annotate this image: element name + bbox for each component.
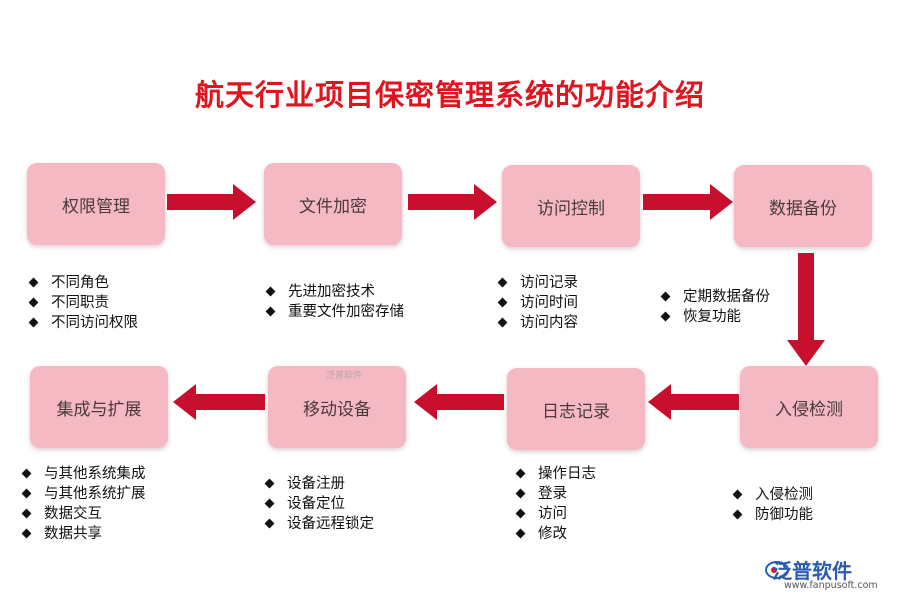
brand-name: 泛普软件 [772, 559, 852, 583]
list-item: 数据共享 [20, 524, 146, 544]
list-data-backup: 定期数据备份 恢复功能 [659, 287, 770, 327]
list-file-encryption: 先进加密技术 重要文件加密存储 [264, 282, 404, 322]
list-item: 操作日志 [514, 464, 596, 484]
list-item: 与其他系统扩展 [20, 484, 146, 504]
diagram-title: 航天行业项目保密管理系统的功能介绍 [194, 78, 705, 112]
list-mobile-devices: 设备注册 设备定位 设备远程锁定 [263, 474, 374, 534]
node-mobile-devices: 移动设备 [268, 366, 406, 448]
arrow-3-to-4 [643, 184, 733, 220]
list-item: 不同角色 [27, 273, 138, 293]
list-item: 数据交互 [20, 504, 146, 524]
node-file-encryption: 文件加密 [264, 163, 402, 245]
arrow-1-to-2 [167, 184, 256, 220]
arrow-7-to-8 [173, 384, 265, 420]
node-access-control: 访问控制 [502, 165, 640, 247]
list-item: 定期数据备份 [659, 287, 770, 307]
arrow-2-to-3 [408, 184, 497, 220]
list-intrusion-detection: 入侵检测 防御功能 [731, 485, 813, 525]
list-item: 设备远程锁定 [263, 514, 374, 534]
list-item: 访问内容 [496, 313, 578, 333]
watermark: 泛普软件 [326, 371, 363, 381]
arrow-6-to-7 [414, 384, 504, 420]
list-item: 不同职责 [27, 293, 138, 313]
list-item: 与其他系统集成 [20, 464, 146, 484]
node-integration-extension: 集成与扩展 [30, 366, 168, 448]
list-item: 重要文件加密存储 [264, 302, 404, 322]
node-data-backup: 数据备份 [734, 165, 872, 247]
list-item: 入侵检测 [731, 485, 813, 505]
arrow-4-to-5 [787, 253, 825, 366]
list-item: 设备定位 [263, 494, 374, 514]
list-item: 修改 [514, 524, 596, 544]
list-integration-extension: 与其他系统集成 与其他系统扩展 数据交互 数据共享 [20, 464, 146, 544]
list-item: 访问记录 [496, 273, 578, 293]
list-item: 访问 [514, 504, 596, 524]
brand-url: www.fanpusoft.com [784, 580, 878, 591]
list-item: 先进加密技术 [264, 282, 404, 302]
node-permission-management: 权限管理 [27, 163, 165, 245]
list-item: 不同访问权限 [27, 313, 138, 333]
brand-logo-icon [765, 561, 789, 579]
list-item: 设备注册 [263, 474, 374, 494]
list-log-records: 操作日志 登录 访问 修改 [514, 464, 596, 544]
list-permission-management: 不同角色 不同职责 不同访问权限 [27, 273, 138, 333]
node-log-records: 日志记录 [507, 368, 645, 450]
list-item: 登录 [514, 484, 596, 504]
list-item: 防御功能 [731, 505, 813, 525]
list-access-control: 访问记录 访问时间 访问内容 [496, 273, 578, 333]
node-intrusion-detection: 入侵检测 [740, 366, 878, 448]
arrow-5-to-6 [648, 384, 739, 420]
list-item: 访问时间 [496, 293, 578, 313]
list-item: 恢复功能 [659, 307, 770, 327]
